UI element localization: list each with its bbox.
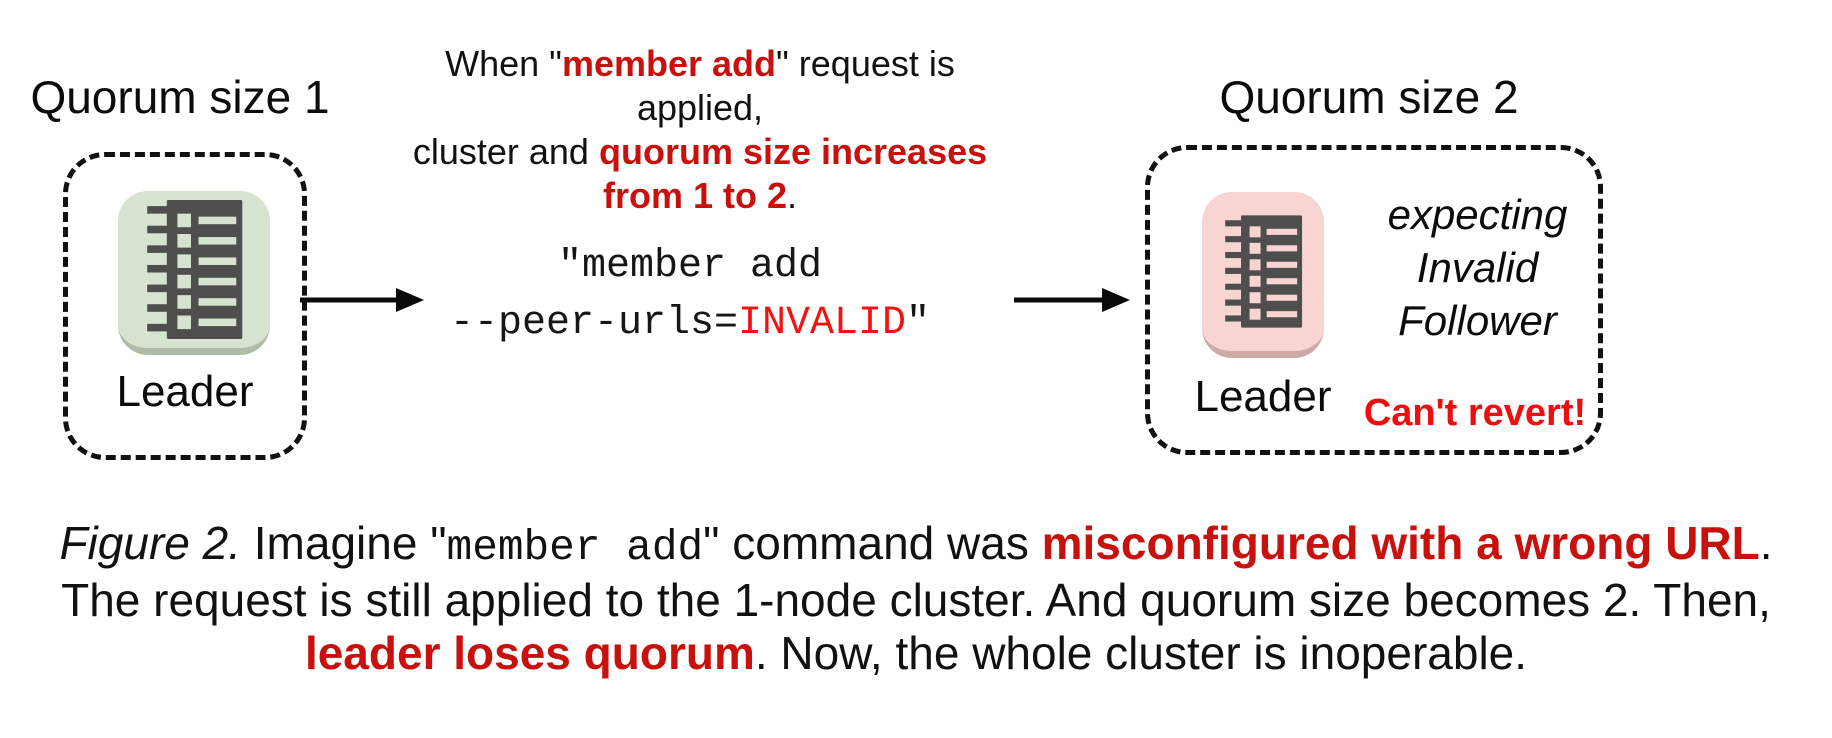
- command-line-2: --peer-urls=INVALID": [449, 301, 931, 346]
- annotation-line-1: When "member add" request is applied,: [445, 43, 965, 128]
- flow-arrow-right-icon: [1014, 288, 1130, 312]
- note-line-2: Invalid: [1416, 244, 1539, 291]
- note-line-3: Follower: [1398, 297, 1557, 344]
- member-add-command: "member add --peer-urls=INVALID": [390, 238, 990, 352]
- expecting-follower-note: expecting Invalid Follower: [1365, 188, 1590, 347]
- left-cluster-box: Leader: [63, 152, 307, 460]
- member-add-annotation: When "member add" request is applied, cl…: [385, 42, 1015, 218]
- caption-line-2: The request is still applied to the 1-no…: [61, 574, 1771, 626]
- right-cluster-title: Quorum size 2: [1219, 71, 1519, 123]
- left-cluster-title: Quorum size 1: [30, 71, 330, 123]
- annotation-line-2: cluster and quorum size increases: [412, 131, 988, 172]
- leader-label: Leader: [1194, 372, 1332, 421]
- leader-ledger-icon: [1202, 192, 1324, 358]
- annotation-line-3: from 1 to 2.: [602, 175, 798, 216]
- leader-label: Leader: [116, 367, 254, 416]
- command-line-1: "member add: [557, 244, 823, 289]
- caption-line-1: Figure 2. Imagine "member add" command w…: [59, 517, 1773, 572]
- right-cluster-box: Leader expecting Invalid Follower Can't …: [1145, 145, 1603, 455]
- caption-line-3: leader loses quorum. Now, the whole clus…: [304, 627, 1528, 679]
- leader-ledger-icon: [118, 191, 270, 355]
- flow-arrow-right-icon: [300, 288, 424, 312]
- cant-revert-alert: Can't revert!: [1363, 392, 1587, 434]
- figure-caption: Figure 2. Imagine "member add" command w…: [0, 517, 1832, 680]
- note-line-1: expecting: [1387, 191, 1568, 238]
